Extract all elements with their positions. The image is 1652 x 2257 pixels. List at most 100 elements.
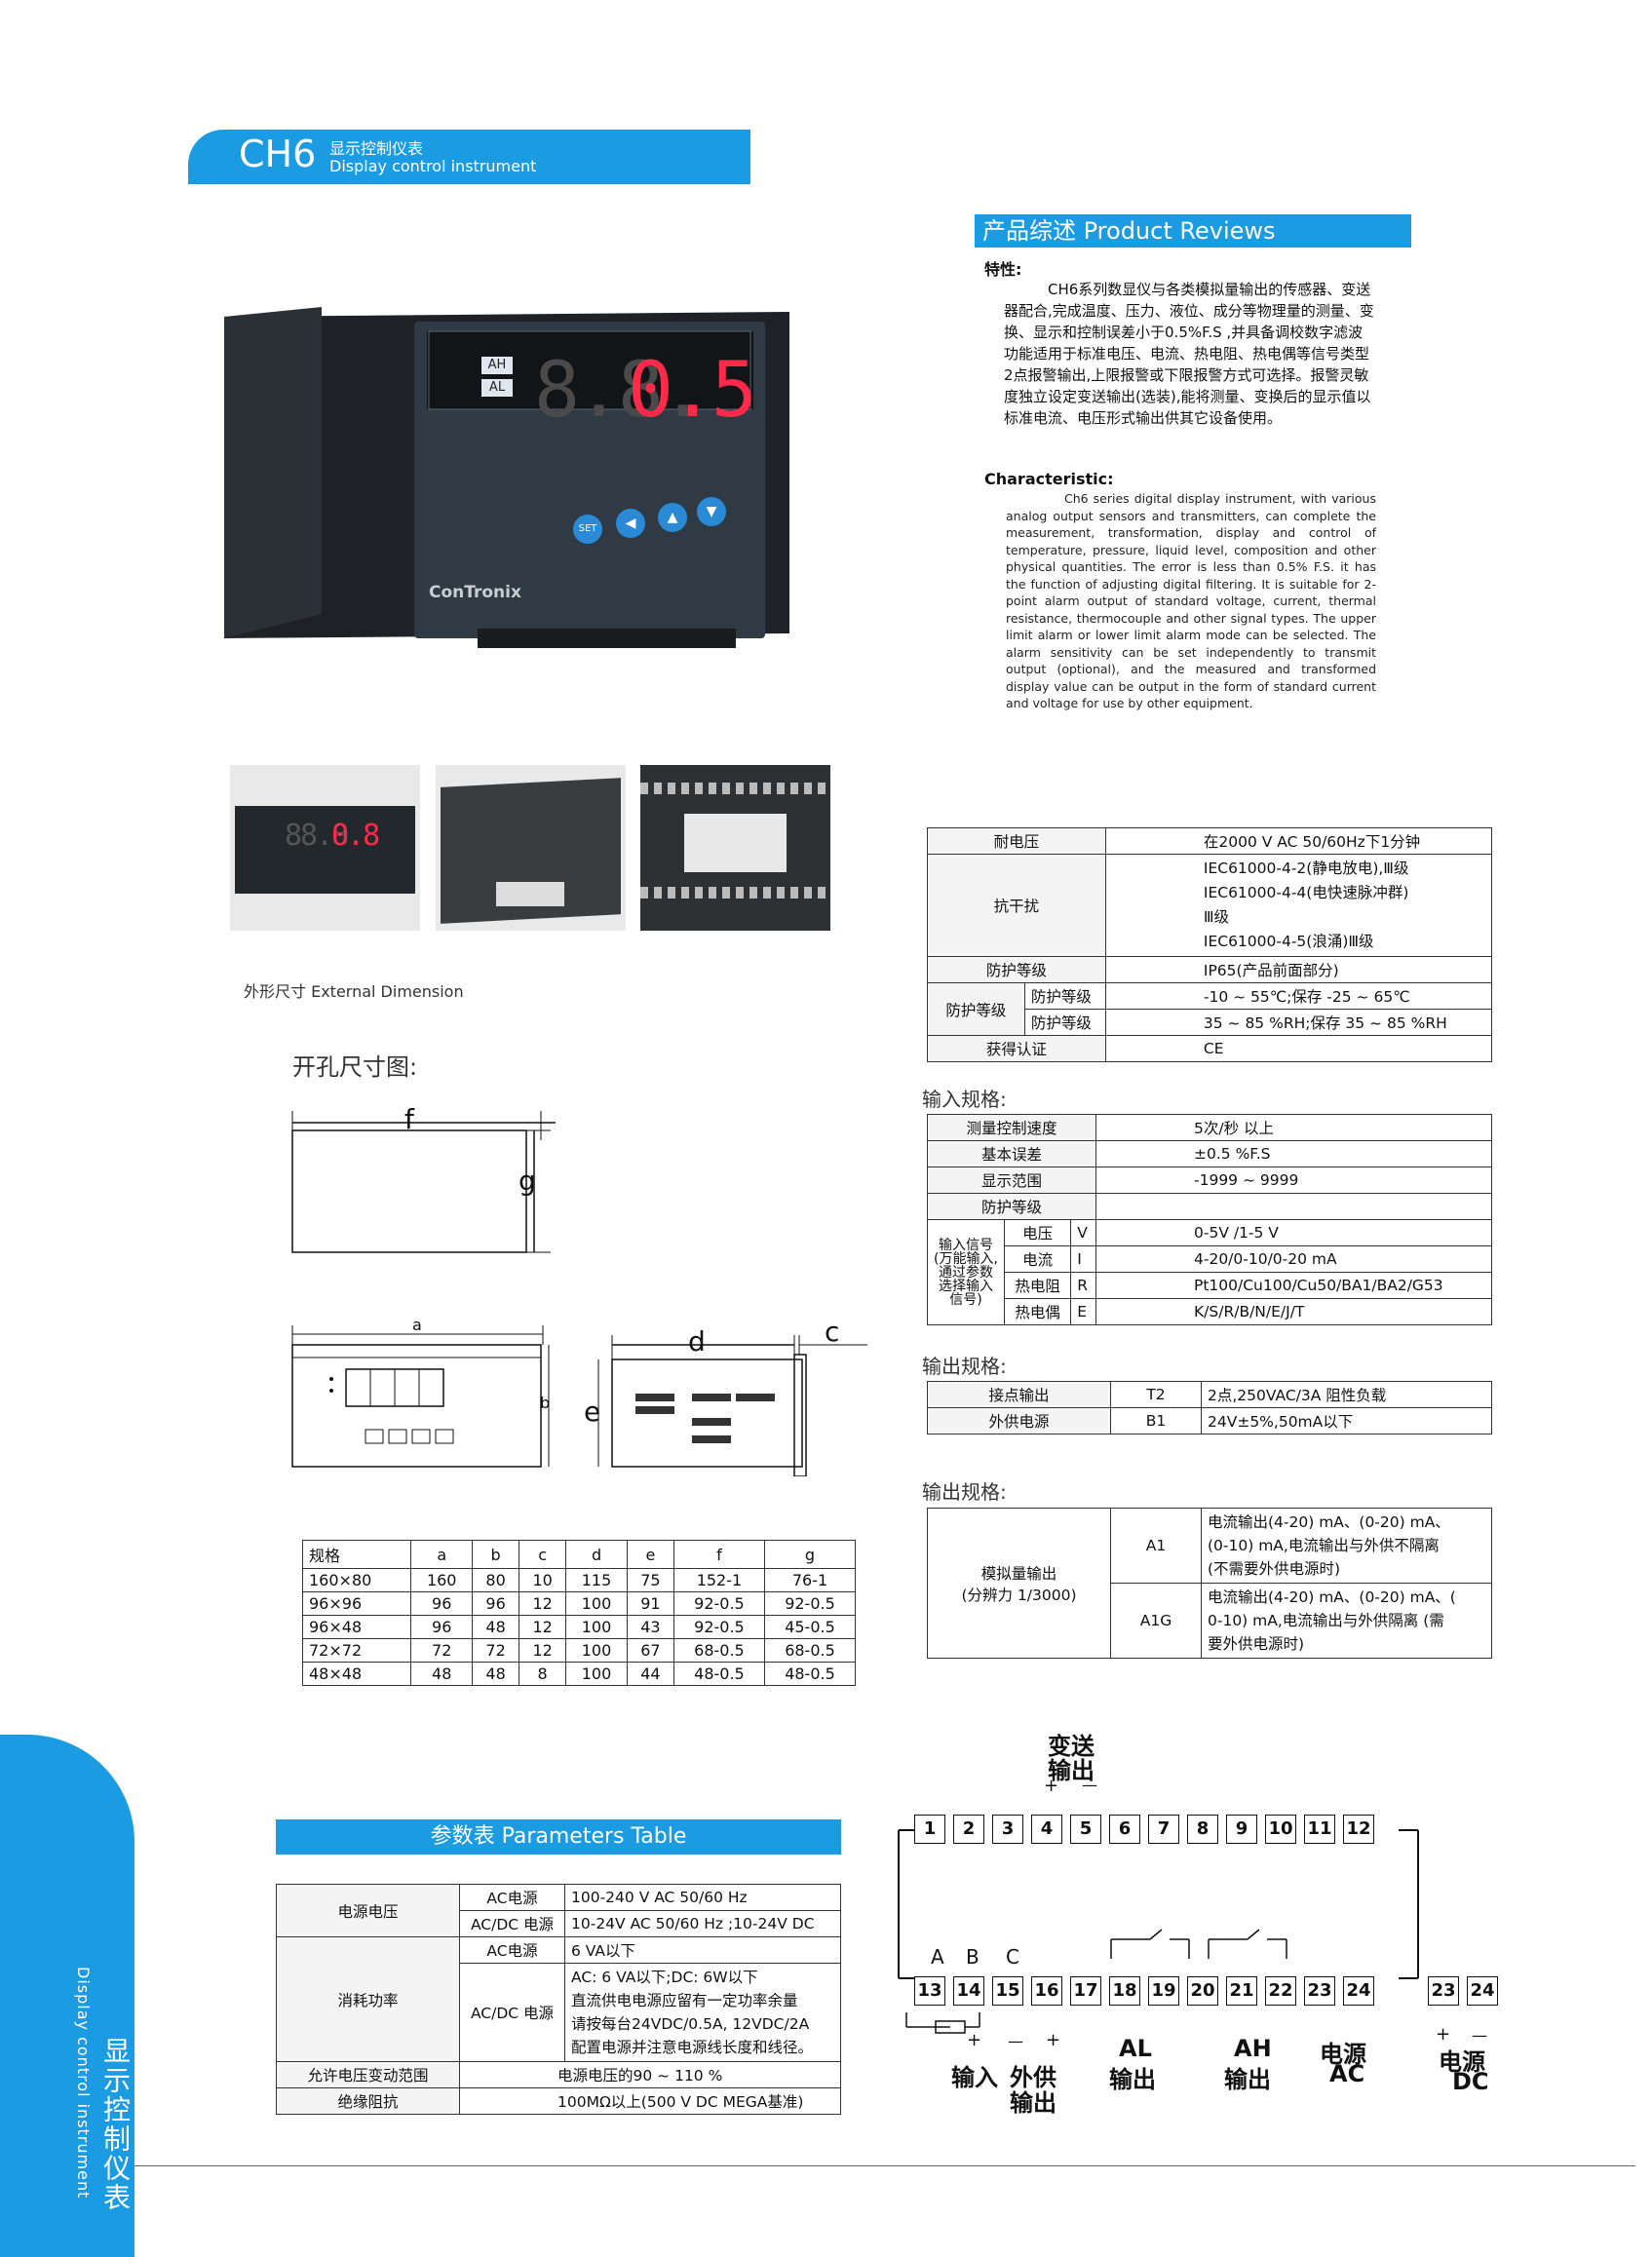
up-arrow-button[interactable]: ▲ (658, 503, 687, 532)
wiring-top-label-1: 变送 (1048, 1733, 1095, 1760)
range-value: -1999 ~ 9999 (1095, 1167, 1492, 1194)
front-dimension-diagram (291, 1325, 550, 1468)
dim-header-b: b (472, 1540, 520, 1569)
ip-label: 防护等级 (927, 956, 1106, 983)
ext-label-2: 输出 (1010, 2089, 1057, 2117)
ah-label-2: 输出 (1224, 2066, 1271, 2093)
supply-acdc: AC/DC 电源 (459, 1910, 565, 1937)
signal-value: 4-20/0-10/0-20 mA (1095, 1245, 1492, 1273)
feature-label: 特性: (984, 260, 1022, 279)
insulation-label: 绝缘阻抗 (276, 2087, 460, 2115)
variation-label: 允许电压变动范围 (276, 2061, 460, 2088)
signal-type: 热电阻 (1004, 1272, 1072, 1299)
input-label: 输入 (951, 2064, 998, 2091)
table-cell: 75 (626, 1568, 674, 1592)
side-tab (0, 1735, 134, 2257)
table-cell: 76-1 (763, 1568, 857, 1592)
table-cell: 96 (472, 1591, 520, 1616)
analog-code-a1g: A1G (1110, 1583, 1202, 1659)
table-cell: 48-0.5 (763, 1662, 857, 1686)
terminal-19: 19 (1148, 1976, 1179, 2006)
contact-output-label: 接点输出 (927, 1381, 1111, 1408)
error-value: ±0.5 %F.S (1095, 1140, 1492, 1167)
signal-code: I (1070, 1245, 1096, 1273)
dim-letter-g: g (519, 1165, 536, 1197)
table-cell: 92-0.5 (763, 1591, 857, 1616)
table-cell: 100 (565, 1638, 628, 1663)
analog-code-a1: A1 (1110, 1508, 1202, 1584)
supply-ac: AC电源 (459, 1884, 565, 1911)
signal-type: 电流 (1004, 1245, 1072, 1273)
table-cell: 96 (410, 1615, 474, 1639)
a1g-line-1: 电流输出(4-20) mA、(0-20) mA、( (1208, 1588, 1456, 1606)
dim-header-d: d (565, 1540, 628, 1569)
terminal-11: 11 (1304, 1815, 1335, 1844)
table-cell: 115 (565, 1568, 628, 1592)
output-spec-2-table: 模拟量输出 (分辨力 1/3000) A1 电流输出(4-20) mA、(0-2… (927, 1508, 1492, 1659)
power-ac: AC电源 (459, 1936, 565, 1964)
table-cell: 100 (565, 1591, 628, 1616)
table-cell: 12 (519, 1638, 567, 1663)
terminal-18: 18 (1109, 1976, 1140, 2006)
char-label: Characteristic: (984, 470, 1114, 488)
terminal-16: 16 (1031, 1976, 1062, 2006)
table-cell: 72×72 (301, 1638, 412, 1663)
dim-letter-e: e (584, 1396, 601, 1428)
terminal-label-a: A (931, 1945, 944, 1969)
footer-rule (134, 2165, 1635, 2166)
thumbnail-body[interactable] (436, 765, 626, 931)
dc-terminal-23: 23 (1428, 1976, 1459, 2006)
signal-code: E (1070, 1298, 1096, 1325)
signal-label: 输入信号(万能输入,通过参数选择输入信号) (926, 1219, 1006, 1325)
variation-value: 电源电压的90 ~ 110 % (459, 2061, 841, 2088)
dim-letter-d: d (688, 1325, 706, 1358)
reviews-title: 产品综述 Product Reviews (975, 214, 1411, 248)
env-sub-2: 防护等级 (1023, 1009, 1106, 1036)
cert-value: CE (1104, 1035, 1493, 1062)
a1g-line-2: 0-10) mA,电流输出与外供隔离 (需 (1208, 1612, 1444, 1629)
input-minus: — (1008, 2032, 1023, 2050)
ac-label-2: AC (1329, 2060, 1365, 2087)
table-cell: 68-0.5 (672, 1638, 765, 1663)
dim-header-f: f (672, 1540, 765, 1569)
supply-acdc-value: 10-24V AC 50/60 Hz ;10-24V DC (564, 1910, 841, 1937)
terminal-7: 7 (1148, 1815, 1179, 1844)
speed-label: 测量控制速度 (927, 1114, 1096, 1141)
device-brand: ConTronix (429, 583, 521, 602)
left-arrow-button[interactable]: ◀ (616, 509, 645, 538)
ext-power-code: B1 (1110, 1407, 1202, 1435)
wiring-top-minus: — (1082, 1776, 1097, 1794)
emc-line-2: IEC61000-4-4(电快速脉冲群) (1203, 884, 1409, 901)
power-label: 消耗功率 (276, 1936, 460, 2062)
a1-line-1: 电流输出(4-20) mA、(0-20) mA、 (1208, 1513, 1450, 1531)
set-button[interactable]: SET (573, 515, 602, 544)
ext-power-label: 外供电源 (927, 1407, 1111, 1435)
emc-line-3: Ⅲ级 (1203, 908, 1230, 926)
terminal-21: 21 (1226, 1976, 1257, 2006)
side-tab-cn: 显示控制仪表 (99, 2037, 132, 2212)
analog-output-label: 模拟量输出 (980, 1564, 1057, 1583)
wiring-top-label-2: 输出 (1048, 1757, 1095, 1784)
input-spec-title: 输入规格: (922, 1088, 1007, 1111)
header-title-cn: 显示控制仪表 (329, 139, 424, 158)
table-cell: 10 (519, 1568, 567, 1592)
table-cell: 152-1 (672, 1568, 765, 1592)
al-label-2: 输出 (1109, 2066, 1156, 2093)
terminal-10: 10 (1265, 1815, 1296, 1844)
signal-value: K/S/R/B/N/E/J/T (1095, 1298, 1492, 1325)
terminal-1: 1 (914, 1815, 945, 1844)
thumbnail-terminals[interactable] (640, 765, 830, 931)
ac-label-1: 电源 (1320, 2041, 1366, 2068)
terminal-label-b: B (966, 1945, 980, 1969)
terminal-24: 24 (1343, 1976, 1374, 2006)
terminal-20: 20 (1187, 1976, 1218, 2006)
table-cell: 44 (626, 1662, 674, 1686)
down-arrow-button[interactable]: ▼ (697, 497, 726, 526)
device-ah-label: AH (481, 357, 513, 374)
thumbnail-front[interactable]: 88.8. 0.8 (230, 765, 420, 931)
a1-line-3: (不需要外供电源时) (1208, 1560, 1341, 1578)
